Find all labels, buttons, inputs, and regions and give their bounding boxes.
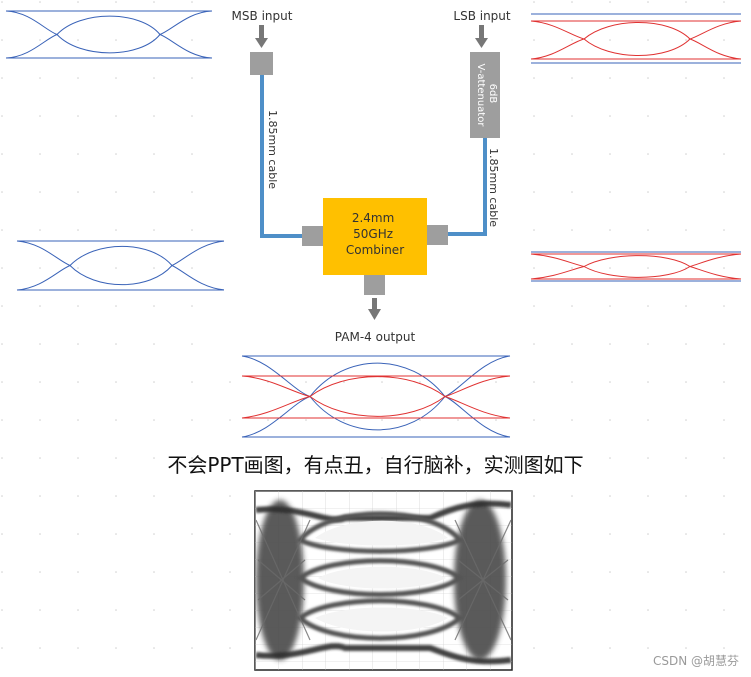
caption-text: 不会PPT画图，有点丑，自行脑补，实测图如下 [167, 453, 584, 477]
msb-connector [250, 52, 273, 75]
msb-eye-middle-left [16, 240, 226, 291]
combiner-label: 2.4mm 50GHz Combiner [346, 211, 404, 257]
lsb-input-label: LSB input [453, 9, 511, 23]
lsb-eye-middle-right [530, 251, 742, 282]
right-cable [448, 138, 487, 236]
measured-eye-scope-image [254, 490, 513, 671]
combiner-block [323, 198, 427, 275]
lsb-input-arrow [475, 25, 488, 48]
cable-right-label: 1.85mm cable [487, 148, 500, 227]
attenuator-block [470, 52, 500, 138]
attenuator-label: 6dB V-attenuator [475, 64, 498, 128]
output-arrow [368, 298, 381, 320]
msb-input-label: MSB input [232, 9, 293, 23]
msb-eye-top-left [5, 10, 213, 59]
left-cable [260, 75, 302, 238]
watermark: CSDN @胡慧芬 [652, 654, 739, 668]
combiner-left-port [302, 226, 323, 246]
pam4-output-label: PAM-4 output [335, 330, 416, 344]
combiner-right-port [427, 225, 448, 245]
cable-left-label: 1.85mm cable [266, 110, 279, 189]
msb-input-arrow [255, 25, 268, 48]
combiner-output-port [364, 275, 385, 295]
lsb-eye-top-right [530, 13, 742, 64]
pam4-combined-eye [241, 355, 511, 438]
